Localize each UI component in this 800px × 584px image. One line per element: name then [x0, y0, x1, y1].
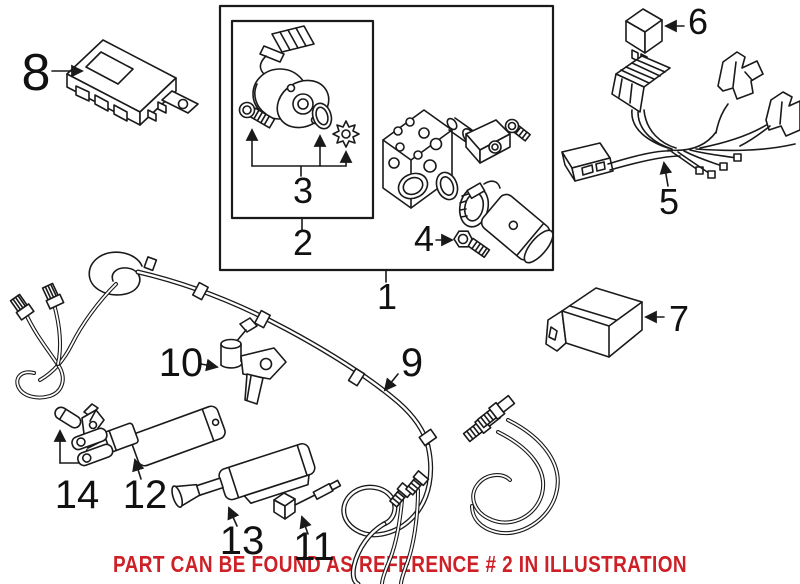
- callout-8-label: 8: [22, 44, 51, 102]
- callout-2-label: 2: [293, 222, 313, 263]
- callout-11-arrow: [299, 515, 312, 535]
- callout-14-label: 14: [55, 473, 100, 517]
- callout-12-label: 12: [123, 473, 168, 517]
- footer-note: PART CAN BE FOUND AS REFERENCE # 2 IN IL…: [113, 551, 687, 577]
- hose-tangle: [341, 394, 560, 584]
- control-module: [66, 39, 199, 126]
- callout-arrows: [51, 19, 685, 535]
- hose-clamp: [458, 180, 501, 228]
- callout-3-label: 3: [293, 170, 313, 211]
- hydraulic-cylinder-13: [171, 442, 316, 508]
- callout-6-label: 6: [688, 1, 708, 42]
- callout-13-label: 13: [220, 519, 265, 563]
- line-art: [9, 4, 800, 584]
- relay: [625, 8, 663, 66]
- hydraulic-cylinder-12: [71, 405, 226, 467]
- oring-seal: [435, 171, 459, 201]
- callout-9-arrow: [383, 373, 399, 392]
- harness-line: [9, 251, 438, 449]
- cover-bracket: [545, 287, 643, 358]
- callout-7-label: 7: [669, 298, 689, 339]
- callout-9-label: 9: [401, 341, 423, 385]
- bolt-4: [453, 230, 491, 259]
- solenoid-valve: [446, 117, 511, 164]
- callout-5-arrow: [659, 161, 673, 187]
- callout-labels: 1 2 3 4 5 6 7 8 9 10 11 12 13 14: [22, 1, 708, 569]
- accumulator-cylinder: [480, 193, 554, 264]
- motor-gear: [332, 120, 360, 148]
- callout-5-label: 5: [659, 181, 679, 222]
- callout-12-arrow: [132, 458, 145, 480]
- sensor-wire-11: [273, 479, 342, 520]
- motor-oring: [311, 102, 333, 130]
- callout-4-label: 4: [414, 218, 434, 259]
- callout-3-arrows: [245, 128, 353, 177]
- wiring-harness: [561, 51, 800, 182]
- callout-1-label: 1: [377, 276, 397, 317]
- sensor-bracket: [220, 317, 287, 405]
- callout-13-arrow: [227, 506, 240, 527]
- callout-10-arrow: [200, 358, 219, 372]
- small-bolt: [504, 118, 531, 142]
- callout-10-label: 10: [159, 341, 204, 385]
- motor-bolt: [238, 101, 276, 129]
- valve-block: [382, 109, 453, 209]
- callout-11-label: 11: [293, 525, 335, 569]
